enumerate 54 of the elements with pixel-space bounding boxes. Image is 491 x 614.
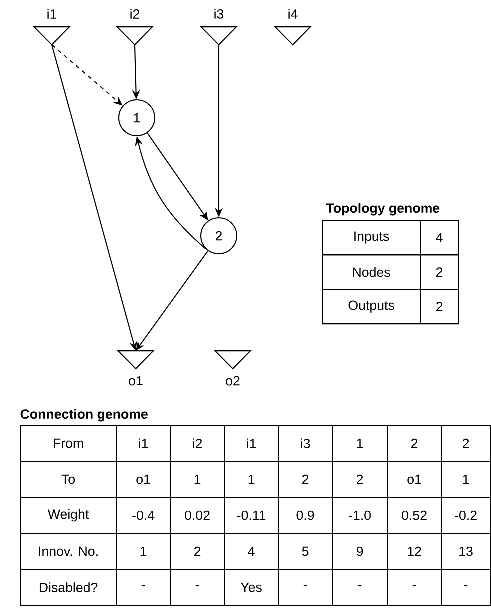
table-cell: -1.0 [332,497,388,534]
table-cell: Disabled? [20,569,118,606]
table-cell: 0.52 [387,497,442,534]
table-cell: - [332,569,388,606]
table-cell: 2 [278,461,334,498]
table-cell: i1 [116,425,172,462]
table-cell: 2 [420,254,460,290]
table-title: Topology genome [326,203,440,216]
node-label: i2 [130,9,140,19]
table-cell: 5 [278,533,334,570]
table-cell: -0.11 [224,497,280,534]
table-cell: 9 [332,533,388,570]
table-cell: 2 [420,289,460,325]
table-cell: 1 [170,461,226,498]
table-cell: Outputs [322,289,422,325]
table-cell: 12 [387,533,442,570]
table-cell: - [170,569,226,606]
table-cell: 1 [224,461,280,498]
node-label: i1 [48,9,57,19]
node-label: o2 [226,376,240,386]
table-cell: 13 [441,533,491,570]
table-cell: -0.2 [441,497,491,534]
table-cell: Weight [20,497,118,534]
table-cell: 0.02 [170,497,226,534]
table-cell: o1 [116,461,172,498]
table-cell: From [20,425,118,462]
table-cell: Yes [224,569,280,606]
table-cell: -0.4 [116,497,172,534]
table-cell: 2 [170,533,226,570]
table-cell: - [116,569,172,606]
table-cell: 2 [441,425,491,462]
table-cell: Inputs [322,220,422,256]
table-cell: i3 [278,425,334,462]
table-cell: 1 [332,425,388,462]
table-cell: To [20,461,118,498]
table-cell: 2 [332,461,388,498]
table-cell: Innov. No. [20,533,118,570]
table-cell: Nodes [322,254,422,290]
table-cell: i2 [170,425,226,462]
table-cell: - [278,569,334,606]
node-label: i4 [288,9,298,19]
table-cell: 2 [387,425,442,462]
table-cell: 0.9 [278,497,334,534]
table-cell: - [441,569,491,606]
table-cell: o1 [387,461,442,498]
table-cell: 1 [116,533,172,570]
node-label: o1 [129,376,143,386]
table-cell: 4 [224,533,280,570]
node-label: i3 [214,9,224,19]
table-title: Connection genome [20,409,148,422]
table-cell: 4 [420,220,460,256]
table-cell: 1 [441,461,491,498]
table-cell: - [387,569,442,606]
table-cell: i1 [224,425,280,462]
